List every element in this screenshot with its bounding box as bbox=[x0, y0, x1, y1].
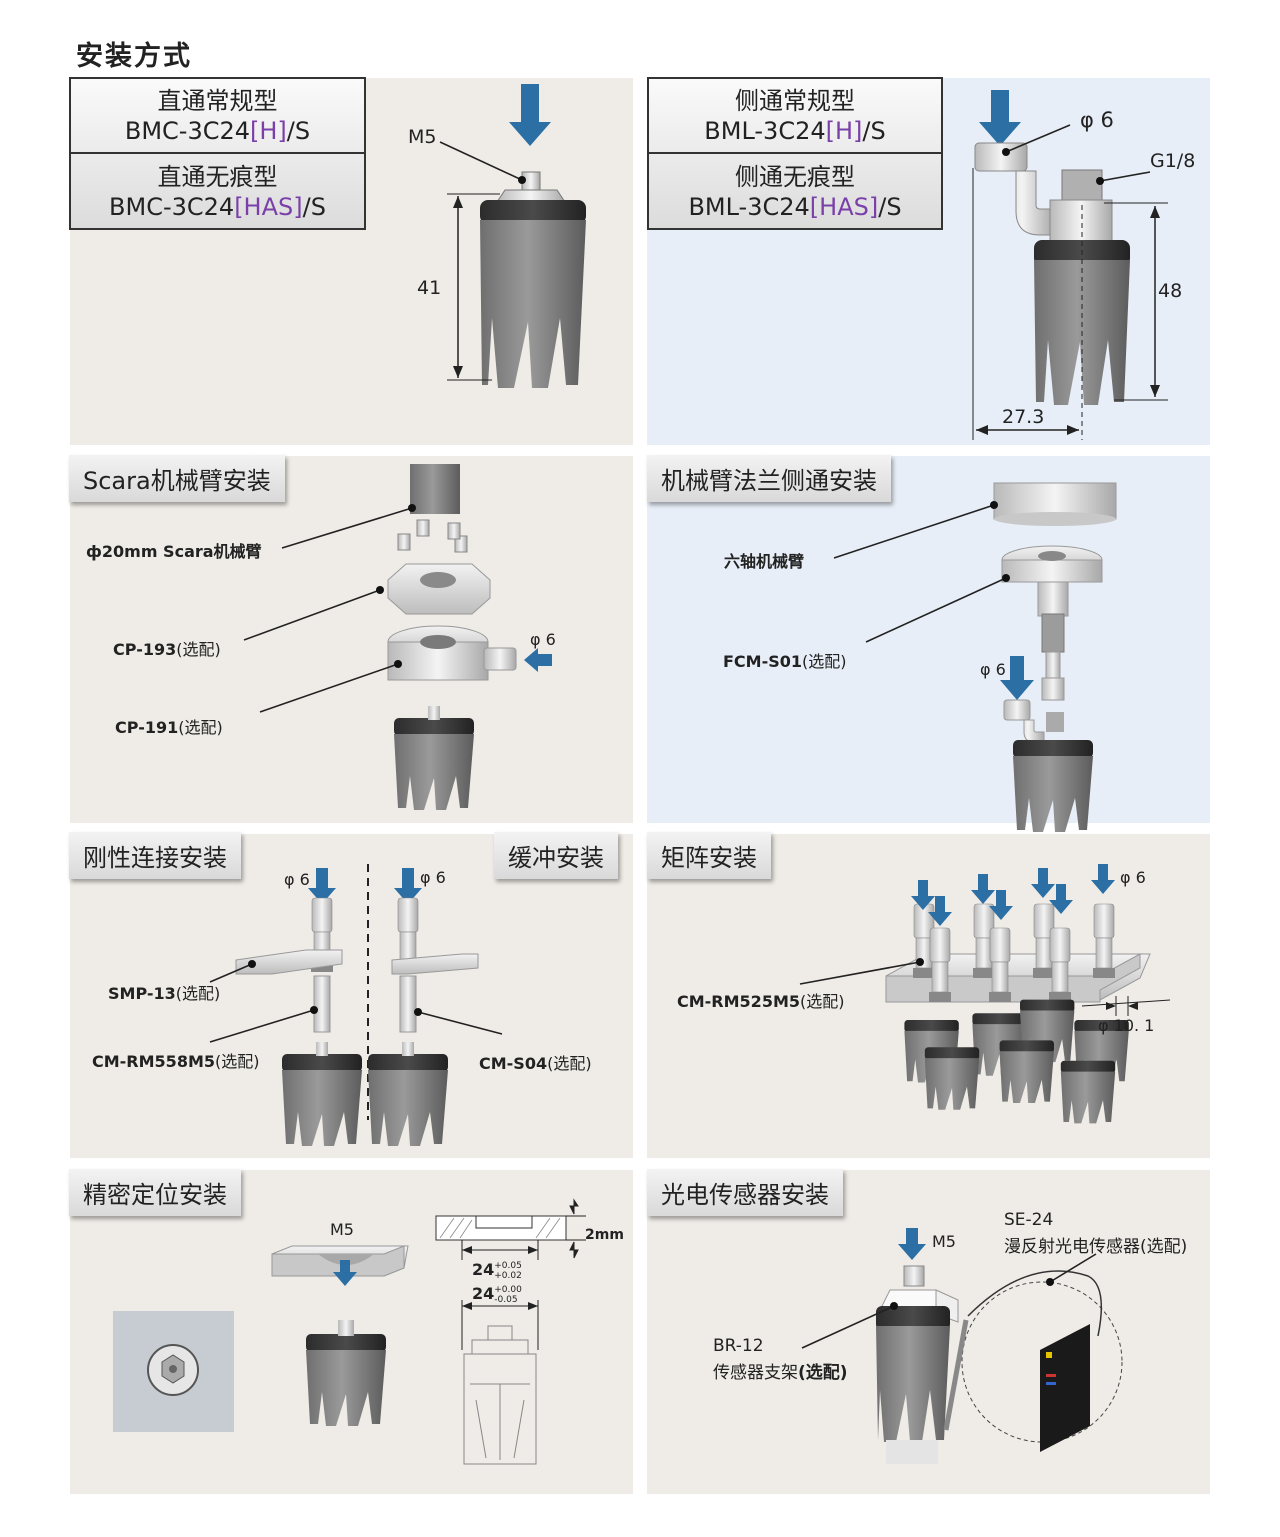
arrow-icon bbox=[928, 896, 952, 926]
part-label: CM-RM558M5(选配) bbox=[92, 1052, 260, 1071]
sensor-desc: 漫反射光电传感器(选配) bbox=[1004, 1237, 1188, 1257]
part-label: SMP-13(选配) bbox=[108, 984, 221, 1003]
panel-scara bbox=[70, 456, 633, 823]
arrow-icon bbox=[898, 1228, 926, 1260]
offset-label: 27.3 bbox=[1002, 406, 1045, 428]
tab-scara: Scara机械臂安装 bbox=[69, 455, 285, 502]
port-label: φ 6 bbox=[1120, 868, 1146, 887]
arrow-icon bbox=[1049, 884, 1073, 914]
part-label: CP-193(选配) bbox=[113, 640, 221, 659]
arrow-icon bbox=[979, 90, 1021, 146]
tolerance-1: 24+0.05+0.02 bbox=[472, 1260, 522, 1281]
model-row-regular: 直通常规型 BMC-3C24[H]/S bbox=[71, 79, 364, 154]
model-row-traceless: 侧通无痕型 BML-3C24[HAS]/S bbox=[649, 154, 941, 229]
sensor-code: SE-24 bbox=[1004, 1210, 1054, 1230]
tab-buffer: 缓冲安装 bbox=[494, 832, 618, 879]
arrow-icon bbox=[971, 874, 995, 904]
port-label: φ 6 bbox=[1080, 108, 1114, 132]
port-label: φ 6 bbox=[530, 630, 556, 649]
model-code: BMC-3C24[H]/S bbox=[124, 116, 311, 145]
arm-label: ф20mm Scara机械臂 bbox=[86, 542, 262, 561]
arrow-icon bbox=[333, 1260, 357, 1286]
bracket-desc: 传感器支架(选配) bbox=[713, 1363, 848, 1383]
thread-label: M5 bbox=[932, 1232, 956, 1251]
arrow-icon bbox=[989, 890, 1013, 920]
model-name: 直通无痕型 bbox=[157, 162, 278, 191]
arrow-icon bbox=[1091, 864, 1115, 894]
model-name: 侧通常规型 bbox=[735, 86, 855, 115]
part-label: CM-RM525M5(选配) bbox=[677, 992, 845, 1011]
thread-label: M5 bbox=[330, 1220, 354, 1239]
tolerance-2: 24+0.00-0.05 bbox=[472, 1284, 522, 1305]
model-name: 直通常规型 bbox=[157, 86, 278, 115]
height-label: 41 bbox=[417, 277, 442, 299]
part-label: CP-191(选配) bbox=[115, 718, 223, 737]
thread-label: M5 bbox=[408, 126, 437, 148]
tab-flange: 机械臂法兰侧通安装 bbox=[647, 455, 891, 502]
port-label: φ 6 bbox=[420, 868, 446, 887]
page-title: 安装方式 bbox=[76, 41, 192, 72]
tab-sensor: 光电传感器安装 bbox=[647, 1169, 843, 1216]
tab-rigid: 刚性连接安装 bbox=[69, 832, 241, 879]
thread-label: G1/8 bbox=[1150, 150, 1196, 172]
hole-label: φ 10. 1 bbox=[1098, 1016, 1155, 1035]
arrow-icon bbox=[1031, 868, 1055, 898]
model-row-regular: 侧通常规型 BML-3C24[H]/S bbox=[649, 79, 941, 154]
model-row-traceless: 直通无痕型 BMC-3C24[HAS]/S bbox=[71, 154, 364, 229]
port-label: φ 6 bbox=[284, 870, 310, 889]
model-name: 侧通无痕型 bbox=[735, 162, 855, 191]
arrow-icon bbox=[524, 648, 552, 672]
arrow-icon bbox=[394, 868, 422, 904]
arrow-icon bbox=[308, 868, 336, 904]
arrow-icon bbox=[509, 84, 551, 146]
arrow-icon bbox=[1000, 656, 1034, 700]
port-label: φ 6 bbox=[980, 660, 1006, 679]
tab-precision: 精密定位安装 bbox=[69, 1169, 241, 1216]
model-box-straight: 直通常规型 BMC-3C24[H]/S 直通无痕型 BMC-3C24[HAS]/… bbox=[69, 77, 366, 230]
thickness-label: 2mm bbox=[585, 1227, 624, 1243]
bracket-code: BR-12 bbox=[713, 1336, 764, 1356]
model-code: BML-3C24[H]/S bbox=[704, 116, 886, 145]
part-label: FCM-S01(选配) bbox=[723, 652, 847, 671]
model-code: BML-3C24[HAS]/S bbox=[688, 192, 902, 221]
height-label: 48 bbox=[1158, 280, 1183, 302]
tab-matrix: 矩阵安装 bbox=[647, 832, 771, 879]
arrow-icon bbox=[911, 880, 935, 910]
model-box-side: 侧通常规型 BML-3C24[H]/S 侧通无痕型 BML-3C24[HAS]/… bbox=[647, 77, 943, 230]
model-code: BMC-3C24[HAS]/S bbox=[109, 192, 326, 221]
part-label: CM-S04(选配) bbox=[479, 1054, 592, 1073]
arm-label: 六轴机械臂 bbox=[724, 552, 805, 571]
